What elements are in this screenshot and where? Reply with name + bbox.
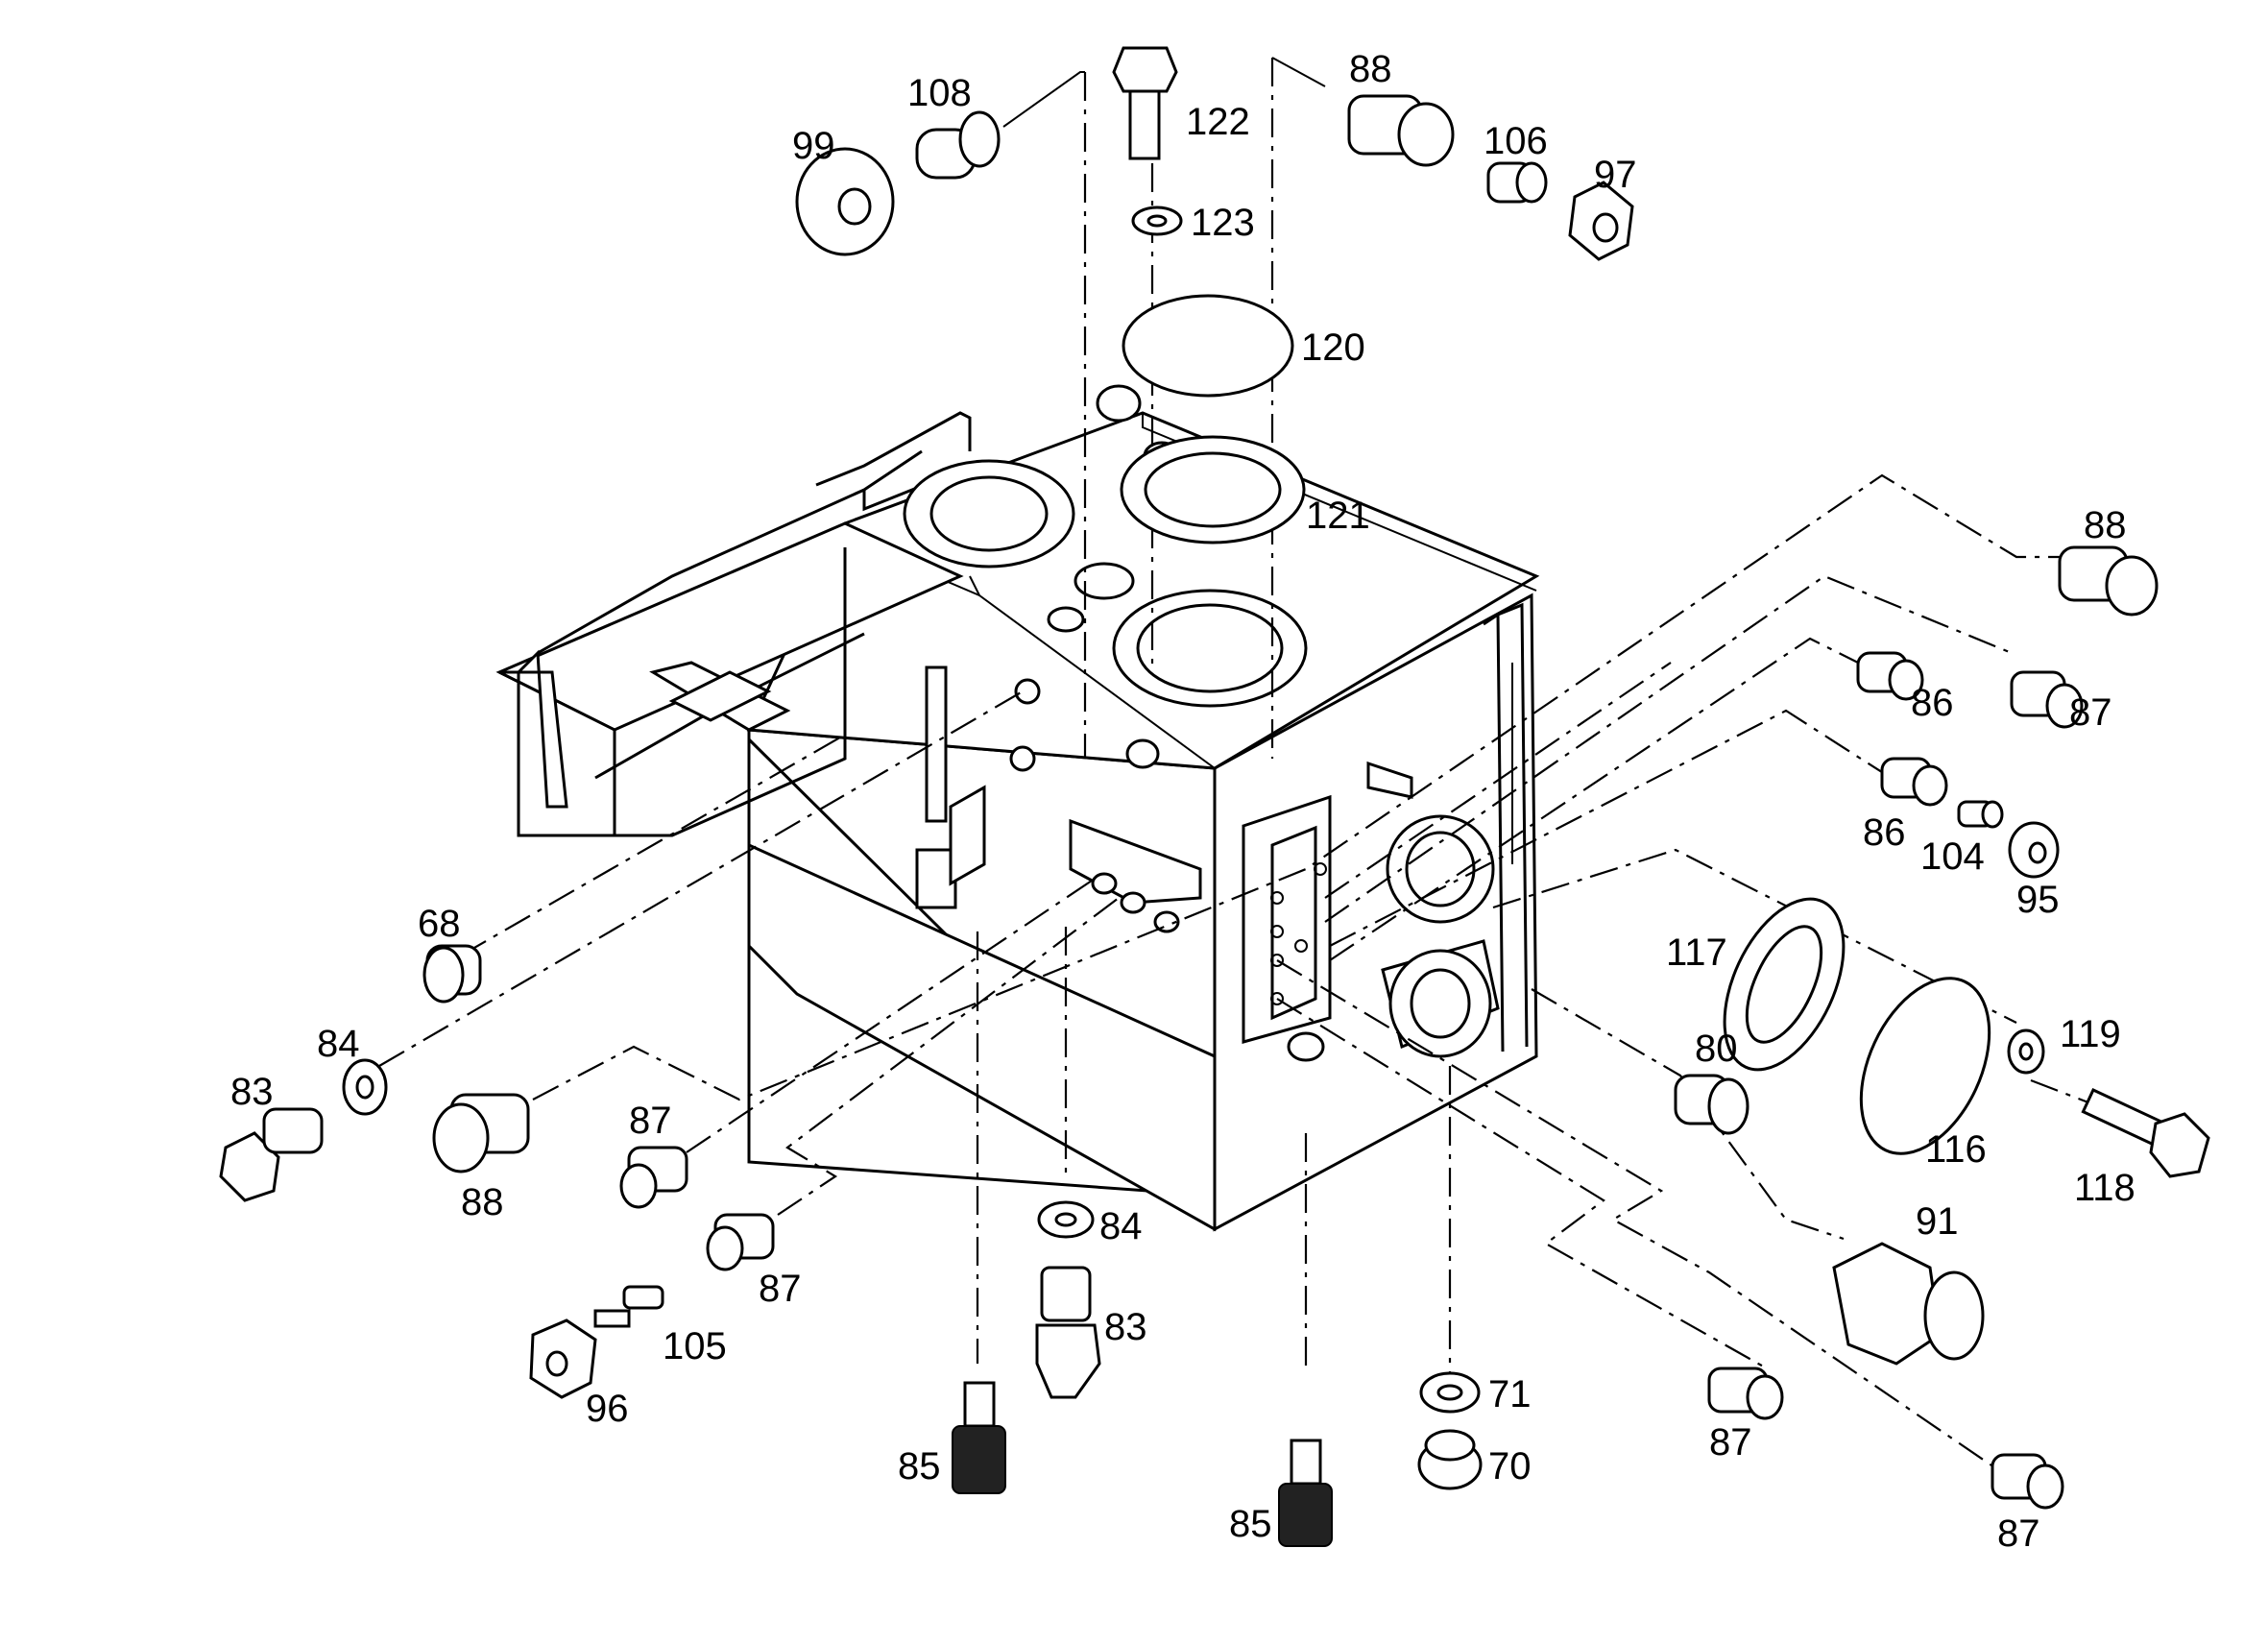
part-117-gasket xyxy=(1723,897,1846,1072)
label-70: 70 xyxy=(1488,1445,1532,1488)
part-70-plug xyxy=(1417,1429,1483,1490)
label-85-b: 85 xyxy=(1229,1503,1272,1545)
label-119: 119 xyxy=(2060,1013,2121,1055)
gearbox-housing xyxy=(495,384,1540,1232)
part-68-plug xyxy=(422,944,482,1004)
label-68: 68 xyxy=(418,903,461,945)
label-117: 117 xyxy=(1666,931,1727,974)
label-87-a: 87 xyxy=(2069,691,2112,734)
part-123-washer xyxy=(1131,206,1183,236)
label-96: 96 xyxy=(586,1388,629,1430)
label-99: 99 xyxy=(792,125,835,167)
part-104-pin xyxy=(1957,800,2004,829)
part-88-left-fitting xyxy=(432,1093,530,1173)
label-86-b: 86 xyxy=(1863,811,1906,854)
part-labels: 99 108 122 123 88 106 97 120 121 88 86 8… xyxy=(230,48,2135,1555)
part-118-bolt xyxy=(2081,1088,2210,1178)
label-71: 71 xyxy=(1488,1373,1532,1415)
part-87-bottom-right-fitting xyxy=(1991,1453,2064,1510)
label-84-left: 84 xyxy=(317,1023,360,1065)
part-88-top-fitting xyxy=(1347,94,1455,167)
part-97-nut xyxy=(1568,181,1634,261)
part-85-screw-a xyxy=(952,1381,1006,1494)
label-87-lower-right: 87 xyxy=(1709,1421,1752,1464)
label-88-left: 88 xyxy=(461,1181,504,1223)
label-108: 108 xyxy=(907,72,972,114)
part-87-lower-right-fitting xyxy=(1707,1367,1784,1420)
part-84-washer-left xyxy=(342,1058,388,1116)
label-123: 123 xyxy=(1191,202,1255,244)
part-84-washer-lower xyxy=(1037,1200,1095,1239)
part-83-lower-plug xyxy=(1035,1266,1101,1399)
part-86-fitting-a xyxy=(1856,651,1924,701)
label-106: 106 xyxy=(1484,120,1548,162)
part-99-nut xyxy=(795,147,895,256)
part-91-fitting xyxy=(1832,1242,1985,1366)
label-122: 122 xyxy=(1186,101,1250,143)
label-88-right: 88 xyxy=(2084,504,2127,546)
part-86-fitting-b xyxy=(1880,757,1948,807)
label-97: 97 xyxy=(1594,154,1637,196)
label-85-a: 85 xyxy=(898,1445,941,1488)
part-87-fitting-a xyxy=(2010,670,2084,729)
label-87-left: 87 xyxy=(629,1100,672,1142)
label-87-lower-left: 87 xyxy=(759,1268,802,1310)
part-88-right-fitting xyxy=(2058,545,2159,617)
part-87-lower-left-fitting xyxy=(706,1213,775,1271)
label-104: 104 xyxy=(1920,835,1985,878)
part-120-cover xyxy=(1122,294,1294,398)
label-121: 121 xyxy=(1306,495,1370,537)
part-71-washer xyxy=(1419,1371,1481,1414)
part-95-nut xyxy=(2008,821,2060,879)
part-105-pin xyxy=(593,1285,664,1328)
part-119-washer xyxy=(2007,1028,2045,1075)
part-80-plug xyxy=(1674,1074,1749,1135)
label-118: 118 xyxy=(2074,1167,2135,1209)
label-84-lower: 84 xyxy=(1099,1205,1143,1247)
part-96-nut xyxy=(529,1318,597,1399)
part-116-cover xyxy=(1859,977,1991,1155)
label-91: 91 xyxy=(1916,1200,1959,1243)
part-106-fitting xyxy=(1486,161,1548,204)
label-83-left: 83 xyxy=(230,1071,274,1113)
part-108-plug xyxy=(915,110,1001,180)
part-87-left-fitting xyxy=(619,1146,688,1209)
part-85-screw-b xyxy=(1278,1439,1333,1547)
label-80: 80 xyxy=(1695,1028,1738,1070)
label-116: 116 xyxy=(1925,1128,1987,1171)
part-121-gasket xyxy=(1120,435,1306,544)
label-86-a: 86 xyxy=(1911,682,1954,724)
part-122-bolt xyxy=(1112,46,1178,160)
label-105: 105 xyxy=(663,1325,727,1367)
part-83-left-plug xyxy=(219,1107,324,1202)
label-87-bottom-right: 87 xyxy=(1997,1512,2040,1555)
label-88-top: 88 xyxy=(1349,48,1392,90)
parts xyxy=(219,46,2210,1547)
leader-lines xyxy=(378,57,2094,1470)
label-83-lower: 83 xyxy=(1104,1306,1147,1348)
label-95: 95 xyxy=(2016,879,2060,921)
label-120: 120 xyxy=(1301,327,1365,369)
